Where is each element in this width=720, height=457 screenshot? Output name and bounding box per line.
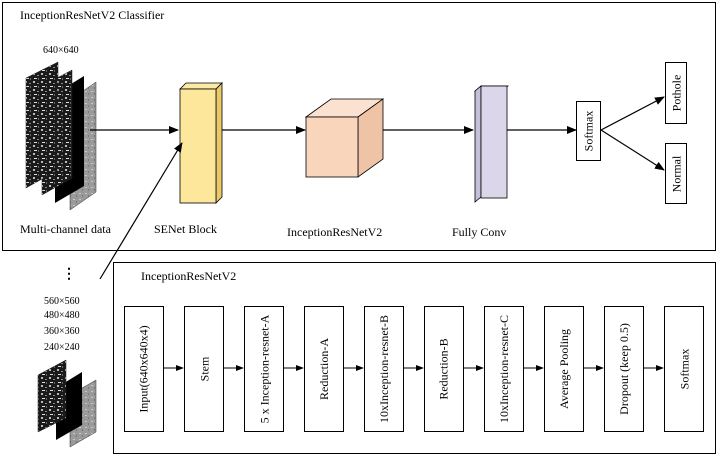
arrow-softmax-to-normal: [600, 129, 665, 171]
multiscale-image-stack: [37, 359, 97, 448]
stage-softmax: Softmax: [664, 306, 704, 432]
output-pothole-box: Pothole: [665, 62, 687, 124]
stage-inception-resnet-b: 10xInception-resnet-B: [364, 306, 404, 432]
size-label-360: 360×360: [44, 326, 80, 337]
input-label: Multi-channel data: [20, 222, 111, 236]
stage-reduction-b: Reduction-B: [424, 306, 464, 432]
arrow-multiscale-to-senet: [99, 142, 183, 280]
output-normal-box: Normal: [665, 143, 687, 204]
ellipsis-dots: ⋮: [62, 267, 76, 282]
size-label-480: 480×480: [44, 310, 80, 321]
backbone-panel-title: InceptionResNetV2: [141, 269, 237, 283]
fc-block: [473, 85, 510, 203]
stage-inception-resnet-c: 10xInception-resnet-C: [484, 306, 524, 432]
size-label-240: 240×240: [44, 342, 80, 353]
stage-average-pooling: Average Pooling: [544, 306, 584, 432]
output-normal-label: Normal: [669, 155, 683, 192]
arrow-softmax-to-pothole: [600, 96, 665, 131]
softmax-label: Softmax: [581, 110, 596, 152]
stage-reduction-a: Reduction-A: [304, 306, 344, 432]
softmax-box: Softmax: [576, 101, 601, 161]
stage-inception-resnet-a: 5 x Inception-resnet-A: [244, 306, 284, 432]
output-pothole-label: Pothole: [669, 74, 684, 112]
backbone-label: InceptionResNetV2: [287, 225, 383, 239]
input-size-label: 640×640: [43, 45, 79, 56]
stage-stem: Stem: [184, 306, 224, 432]
input-image-stack: [25, 61, 97, 211]
classifier-panel-title: InceptionResNetV2 Classifier: [20, 8, 165, 22]
backbone-cube: [304, 98, 385, 178]
stage-dropout: Dropout (keep 0.5): [604, 306, 644, 432]
senet-label: SENet Block: [154, 222, 217, 236]
senet-block: [179, 82, 223, 204]
fc-label: Fully Conv: [452, 225, 507, 239]
stage-input: Input(640x640x4): [124, 306, 164, 432]
size-label-560: 560×560: [44, 296, 80, 307]
